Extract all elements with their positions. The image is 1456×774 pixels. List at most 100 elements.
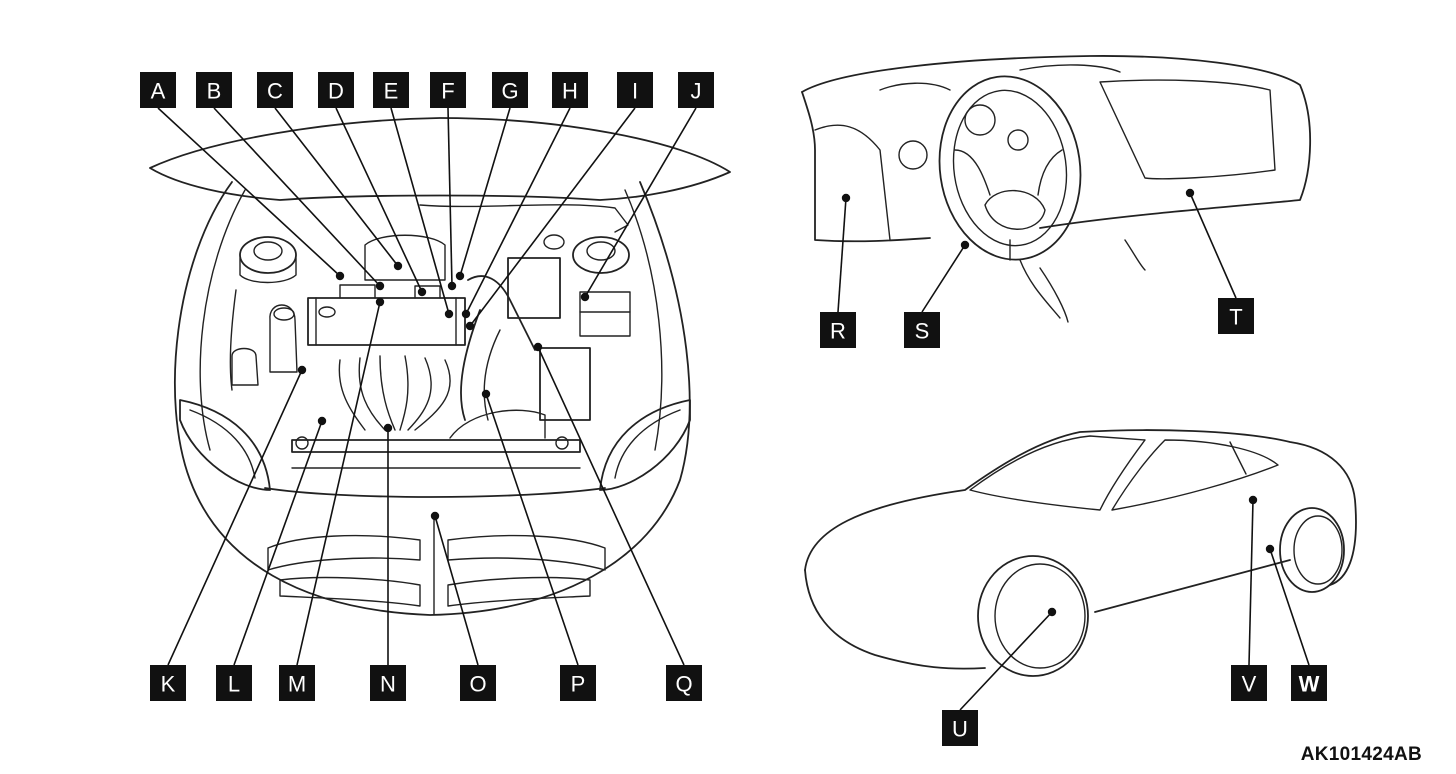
label-text-b: B (207, 79, 222, 104)
label-box-w (1291, 665, 1327, 701)
leader-line-j (584, 107, 697, 298)
leader-dot-m (375, 297, 385, 307)
label-q: Q (666, 665, 702, 701)
leader-dot-w (1265, 544, 1275, 554)
label-text-r: R (830, 319, 846, 344)
leader-dot-j (580, 292, 590, 302)
label-j: J (678, 72, 714, 108)
leader-line-d (335, 107, 423, 293)
label-w: W (1291, 665, 1327, 701)
leader-line-t (1189, 192, 1237, 299)
leader-dot-o (430, 511, 440, 521)
leader-line-b (213, 107, 381, 287)
label-f: F (430, 72, 466, 108)
leader-dot-c (393, 261, 403, 271)
label-box-t (1218, 298, 1254, 334)
leader-line-o (434, 515, 479, 666)
leader-line-m (296, 301, 381, 666)
label-i: I (617, 72, 653, 108)
label-box-b (196, 72, 232, 108)
label-text-h: H (562, 79, 578, 104)
label-box-q (666, 665, 702, 701)
label-s: S (904, 312, 940, 348)
component-labels: A B C D E F G H I J K L M N O P Q R S T U V W (140, 72, 1327, 746)
leader-dot-p (481, 389, 491, 399)
label-text-e: E (384, 79, 399, 104)
label-text-o: O (469, 672, 486, 697)
label-g: G (492, 72, 528, 108)
label-box-u (942, 710, 978, 746)
label-box-f (430, 72, 466, 108)
label-box-a (140, 72, 176, 108)
leader-line-w (1269, 548, 1310, 666)
label-h: H (552, 72, 588, 108)
leader-line-r (837, 197, 847, 313)
leader-dot-i (465, 321, 475, 331)
label-t: T (1218, 298, 1254, 334)
leader-dot-v (1248, 495, 1258, 505)
label-d: D (318, 72, 354, 108)
label-box-v (1231, 665, 1267, 701)
label-k: K (150, 665, 186, 701)
leader-line-f (447, 107, 453, 287)
leader-line-l (233, 420, 323, 666)
label-text-q: Q (675, 672, 692, 697)
label-box-k (150, 665, 186, 701)
label-text-k: K (161, 672, 176, 697)
leader-line-s (921, 244, 966, 313)
leader-dot-r (841, 193, 851, 203)
leader-dot-d (417, 287, 427, 297)
label-box-g (492, 72, 528, 108)
leader-line-c (274, 107, 399, 267)
label-text-w: W (1299, 672, 1320, 697)
leader-lines (157, 107, 1310, 711)
label-box-n (370, 665, 406, 701)
label-v: V (1231, 665, 1267, 701)
label-text-g: G (501, 79, 518, 104)
label-box-h (552, 72, 588, 108)
label-box-o (460, 665, 496, 701)
label-text-u: U (952, 717, 968, 742)
label-text-d: D (328, 79, 344, 104)
leader-line-a (157, 107, 341, 277)
leader-dot-g (455, 271, 465, 281)
label-u: U (942, 710, 978, 746)
leader-line-v (1248, 499, 1254, 666)
label-p: P (560, 665, 596, 701)
label-box-e (373, 72, 409, 108)
label-box-i (617, 72, 653, 108)
vehicle-side-illustration (804, 429, 1357, 677)
label-n: N (370, 665, 406, 701)
label-text-t: T (1229, 305, 1242, 330)
label-text-n: N (380, 672, 396, 697)
leader-dot-e (444, 309, 454, 319)
label-b: B (196, 72, 232, 108)
leader-dot-u (1047, 607, 1057, 617)
leader-dot-k (297, 365, 307, 375)
leader-line-i (469, 107, 636, 327)
label-text-v: V (1242, 672, 1257, 697)
label-text-p: P (571, 672, 586, 697)
leader-dot-h (461, 309, 471, 319)
leader-line-g (459, 107, 511, 277)
dashboard-illustration (801, 55, 1312, 323)
leader-dot-n (383, 423, 393, 433)
label-text-j: J (691, 79, 702, 104)
label-text-c: C (267, 79, 283, 104)
label-box-m (279, 665, 315, 701)
leader-line-u (959, 611, 1053, 711)
label-a: A (140, 72, 176, 108)
label-box-s (904, 312, 940, 348)
label-l: L (216, 665, 252, 701)
label-o: O (460, 665, 496, 701)
engine-compartment-illustration (149, 117, 731, 616)
leader-dot-q (533, 342, 543, 352)
leader-line-h (465, 107, 571, 315)
label-text-m: M (288, 672, 306, 697)
figure-code: AK101424AB (1300, 744, 1422, 765)
label-c: C (257, 72, 293, 108)
label-text-f: F (441, 79, 454, 104)
leader-line-p (485, 393, 579, 666)
leader-dot-b (375, 281, 385, 291)
label-box-c (257, 72, 293, 108)
